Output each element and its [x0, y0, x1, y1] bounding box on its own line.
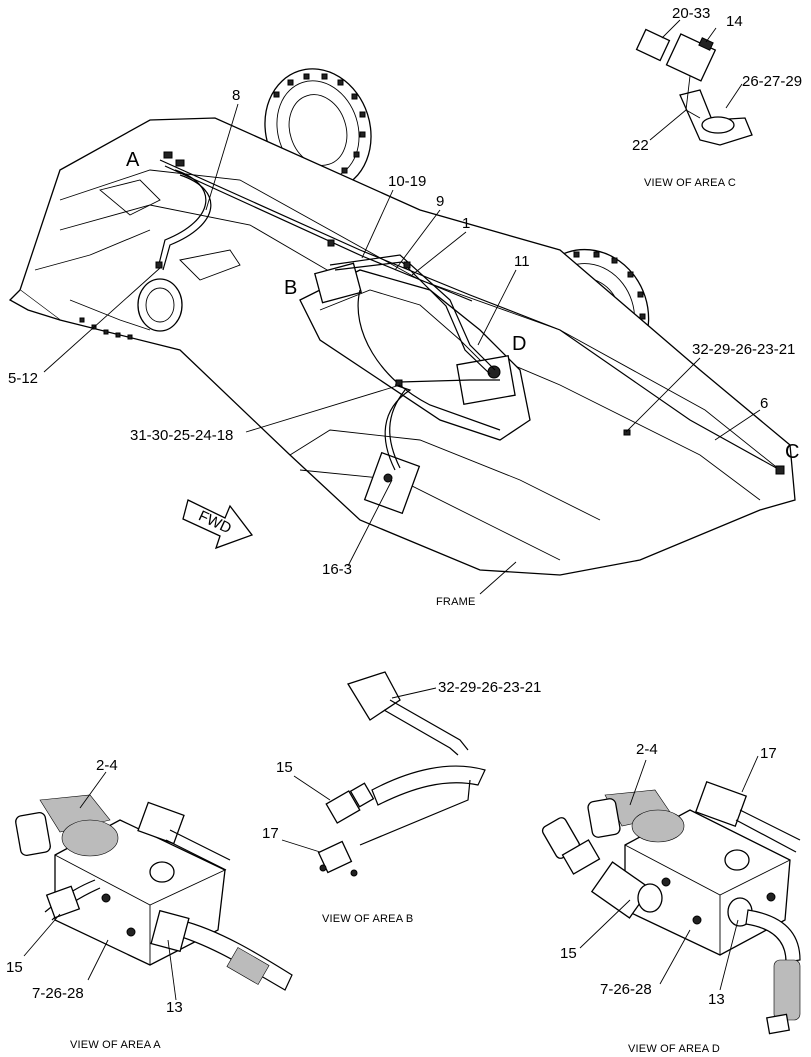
view-a-callout-2-4: 2-4	[96, 757, 118, 774]
view-d-callout-15: 15	[560, 945, 577, 962]
frame-label: FRAME	[436, 596, 476, 608]
callout-32-29-26-23-21: 32-29-26-23-21	[692, 341, 795, 358]
view-d-caption: VIEW OF AREA D	[628, 1043, 720, 1055]
callout-6: 6	[760, 395, 768, 412]
view-d-callout-13: 13	[708, 991, 725, 1008]
view-a-callout-13: 13	[166, 999, 183, 1016]
callout-16-3: 16-3	[322, 561, 352, 578]
view-area-c: 20-33 14 26-27-29 22 VIEW OF AREA C	[632, 5, 802, 189]
view-a-callout-7-26-28: 7-26-28	[32, 985, 84, 1002]
view-c-callout-26-27-29: 26-27-29	[742, 73, 802, 90]
callout-1: 1	[462, 215, 470, 232]
line-fittings	[155, 151, 785, 475]
view-b-callout-32-29-26-23-21: 32-29-26-23-21	[438, 679, 541, 696]
view-area-d: 2-4 17 15 7-26-28 13 VIEW OF AREA D	[541, 741, 801, 1055]
center-valve-assembly	[299, 262, 531, 515]
callout-31-30-25-24-18: 31-30-25-24-18	[130, 427, 233, 444]
view-a-callout-15: 15	[6, 959, 23, 976]
forward-arrow: FWD	[182, 499, 254, 550]
callout-11: 11	[514, 253, 530, 270]
view-c-callout-14: 14	[726, 13, 743, 30]
view-c-caption: VIEW OF AREA C	[644, 177, 736, 189]
area-d-letter: D	[512, 333, 526, 355]
view-d-callout-17: 17	[760, 745, 777, 762]
callout-5-12: 5-12	[8, 370, 38, 387]
callout-10-19: 10-19	[388, 173, 426, 190]
callout-8: 8	[232, 87, 240, 104]
area-b-letter: B	[284, 277, 297, 299]
view-d-callout-2-4: 2-4	[636, 741, 658, 758]
view-b-caption: VIEW OF AREA B	[322, 913, 413, 925]
view-c-callout-20-33: 20-33	[672, 5, 710, 22]
view-a-caption: VIEW OF AREA A	[70, 1039, 161, 1051]
hydraulic-lines	[157, 159, 781, 471]
area-c-letter: C	[785, 441, 799, 463]
view-d-callout-7-26-28: 7-26-28	[600, 981, 652, 998]
view-c-callout-22: 22	[632, 137, 649, 154]
view-b-callout-15: 15	[276, 759, 293, 776]
view-b-callout-17: 17	[262, 825, 279, 842]
view-area-b: 32-29-26-23-21 15 17 VIEW OF AREA B	[262, 671, 541, 925]
main-axle-view: FWD A B C D 8 10-19 9 1 11 5-12 31-30-25…	[8, 68, 799, 608]
main-leader-lines	[43, 103, 761, 595]
callout-9: 9	[436, 193, 444, 210]
area-a-letter: A	[126, 149, 140, 171]
view-area-a: 2-4 15 7-26-28 13 VIEW OF AREA A	[6, 757, 293, 1051]
